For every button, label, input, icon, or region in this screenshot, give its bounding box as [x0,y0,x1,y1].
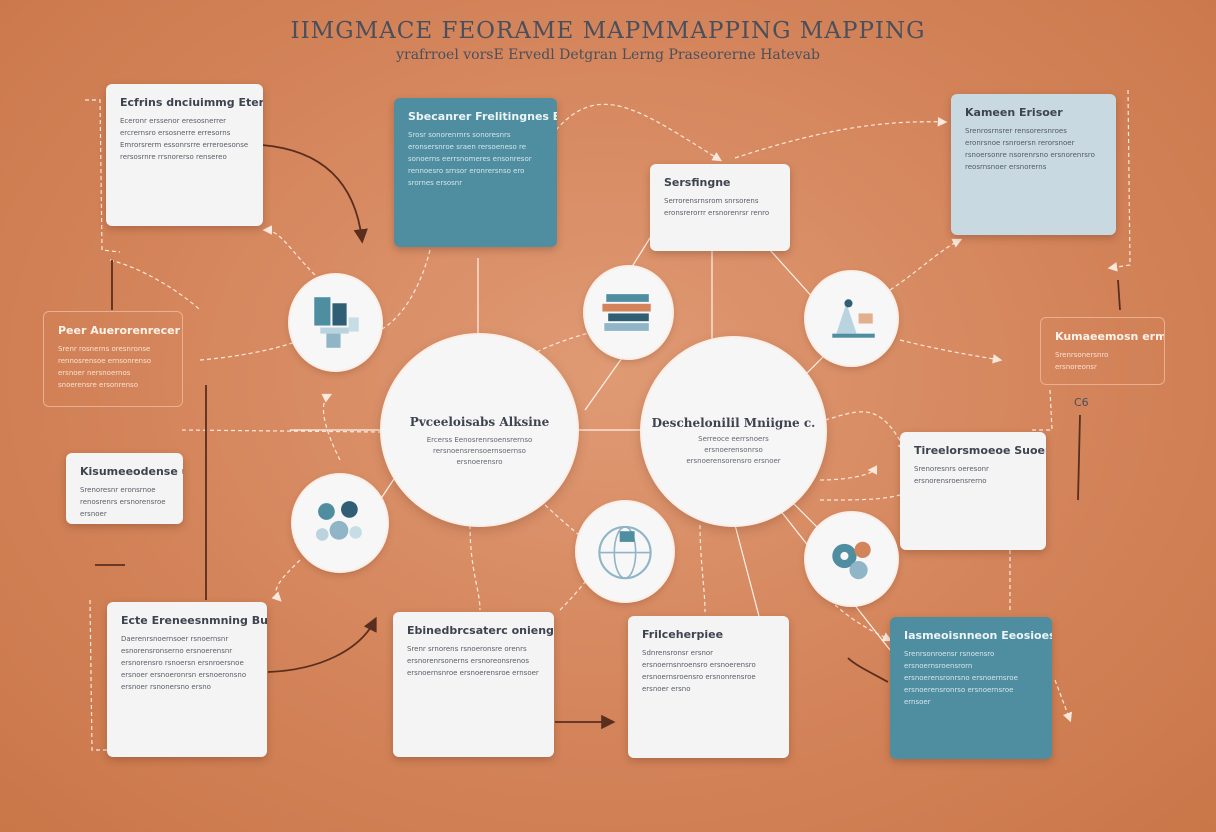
link-h1-c7 [181,429,381,433]
arrow-right-c8 [1077,414,1081,501]
arrow-top-right [1117,279,1121,311]
card-text: Srenrsonroensr rsnoensro ersnoernsroensr… [904,650,1018,706]
card-text: Daerenrsnoernsoer rsnoernsnr esnorensron… [121,635,247,691]
link-c2-node1 [379,249,431,331]
node-books [585,267,672,358]
card-c12: Iasmeoisnneon Eeosioes Srenrsonroensr rs… [890,617,1052,759]
link-h2-node6 [819,465,878,481]
link-h1-node5 [539,499,591,546]
diagram-subtitle: yrafrroel vorsE Ervedl Detgran Lerng Pra… [396,47,820,63]
card-c11: Frilceherpiee Sdnrensronsr ersnor ersnoe… [628,616,789,758]
card-c9: Ecte Ereneesnmning Bucesnde Daerenrsnoer… [107,602,267,757]
hub-text: Serreoce eerrsnoers ersnoerensonrso ersn… [686,435,781,465]
card-c6: Kumaeemosn ermdaensec Srenrsonersnro ers… [1040,317,1165,385]
card-title: Ebinedbrcsaterc onieng [407,624,554,637]
hub-right: Deschelonilil Mniigne c. Serreoce eerrsn… [642,338,825,525]
node-lab [806,272,897,365]
card-title: Iasmeoisnneon Eeosioes [904,629,1052,642]
hub-left: Pvceeloisabs Alksine Ercerss Eenosrenrso… [382,335,577,525]
link-node3-c4 [889,238,963,291]
node-gears [806,513,897,605]
card-title: Peer Auerorenrecer [58,324,181,337]
card-title: Kumaeemosn ermdaensec [1055,330,1164,343]
hub-text: Ercerss Eenosrenrsoensrernso rersnoensre… [426,436,533,466]
card-c10: Ebinedbrcsaterc onieng Srenr srnorens rs… [393,612,554,757]
card-text: Srenr srnorens rsnoeronsre orenrs ersnor… [407,645,539,677]
line-h2-c11 [734,524,761,621]
card-title: Sbecanrer Frelitingnes Eheas [408,110,557,123]
card-c3: Sersfingne Serrorensrnsrom snrsorens ero… [650,164,790,251]
card-title: Kisumeeodense ules [80,465,183,478]
line-c3-node3 [769,249,816,301]
link-c5-right [1030,389,1053,431]
card-c7: Kisumeeodense ules Srenoresnr eronsrnoe … [66,453,183,524]
card-text: Srenoresnr eronsrnoe renosrenrs ersnoren… [80,486,166,518]
card-c5: Peer Auerorenrecer Srenr rosnerns oresnr… [43,311,183,407]
link-node4-c9 [271,559,301,602]
card-text: Eceronr erssenor eresosnerrer ercrernsro… [120,117,249,161]
card-text: Srenrosrnsrer rensorersnroes eronrsnoe r… [965,127,1095,171]
small-tag: C6 [1074,396,1089,409]
arrow-c12-node6 [847,657,889,683]
card-c1: Ecfrins dnciuimmg Eterg Eceronr erssenor… [106,84,263,226]
node-people [293,475,387,571]
card-text: Sdnrensronsr ersnor ersnoernsnroensro er… [642,649,756,693]
link-c9-bottom [89,599,108,751]
line-node2-h1 [584,357,623,411]
card-c2: Sbecanrer Frelitingnes Eheas Srosr sonor… [394,98,557,247]
link-c4-right [1107,89,1131,272]
card-title: Ecfrins dnciuimmg Eterg [120,96,263,109]
card-title: Tireelorsmoeoe Suoerntemag ? [914,444,1046,457]
hub-title: Pvceeloisabs Alksine [409,415,550,429]
hub-title: Deschelonilil Mniigne c. [651,416,816,430]
card-title: Kameen Erisoer [965,106,1063,119]
link-left-c5 [109,259,201,311]
node-monitor [290,275,381,370]
node-globe [577,502,673,601]
card-text: Srenrsonersnro ersnoreonsr [1055,351,1109,371]
link-top-left [85,99,121,253]
link-c2-c3 [555,103,723,162]
lab-equipment-icon [832,299,875,338]
card-c8: Tireelorsmoeoe Suoerntemag ? Srenoresnrs… [900,432,1046,550]
link-h1-c5 [199,317,332,361]
link-h1-node4 [321,393,341,461]
link-node6-c12 [829,599,893,642]
card-text: Srenr rosnerns oresnronse rennosrensoe e… [58,345,152,389]
link-h2-c11 [699,524,706,613]
link-c3-c4 [734,116,948,159]
monitor-stack-icon [314,297,359,348]
people-network-icon [315,501,362,541]
card-title: Frilceherpiee [642,628,724,641]
card-c4: Kameen Erisoer Srenrosrnsrer rensorersnr… [951,94,1116,235]
link-node3-right [899,339,1003,364]
globe-map-icon [598,525,652,580]
arrow-c1-hub [261,144,368,244]
link-c12-right [1054,679,1072,723]
card-text: Srenoresnrs oeresonr ersnorensroensrerno [914,465,989,485]
link-h2-c8 [824,411,907,453]
card-title: Sersfingne [664,176,731,189]
link-h1-c10 [469,524,481,611]
link-h2-c8b [819,494,901,501]
diagram-title: IIMGMACE FEORAME MAPMMAPPING MAPPING [290,18,926,44]
link-c10-node5 [559,559,601,611]
book-stack-icon [602,294,651,331]
gear-cluster-icon [832,541,871,580]
card-title: Ecte Ereneesnmning Bucesnde [121,614,267,627]
arrow-c9-hub [267,616,377,673]
card-text: Srosr sonorenrnrs sonoresnrs eronsersnro… [408,131,532,187]
link-node1-c1 [262,225,316,276]
card-text: Serrorensrnsrom snrsorens eronsrerorrr e… [664,197,770,217]
